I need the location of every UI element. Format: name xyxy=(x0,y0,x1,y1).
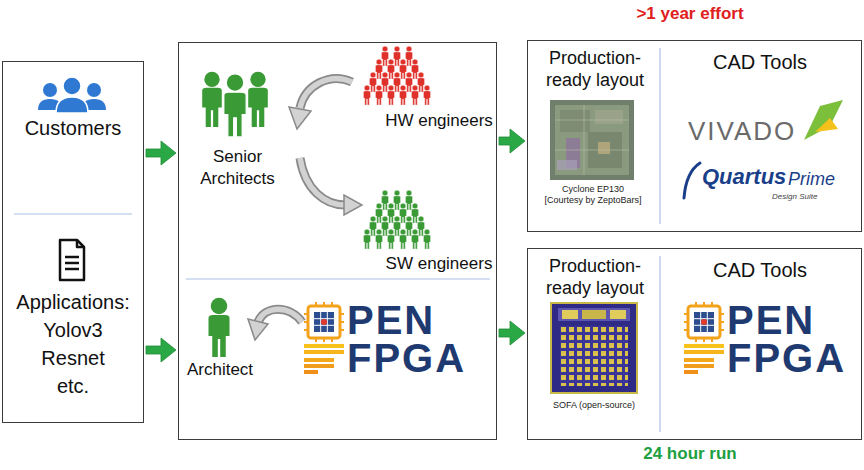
image-credit: SOFA (open-source) xyxy=(534,400,654,411)
image-credit: Cyclone EP130 [Courtesy by ZeptoBars] xyxy=(543,184,643,206)
sofa-layout-image xyxy=(551,303,637,393)
logo-text: PEN xyxy=(347,300,435,340)
flow-arrow xyxy=(146,141,176,165)
logo-text: FPGA xyxy=(347,338,466,378)
divider-line xyxy=(659,48,660,224)
vivado-leaf xyxy=(804,100,843,140)
role-label: Senior Architects xyxy=(185,146,290,190)
flow-arrow xyxy=(146,338,176,362)
input-panel: CustomersApplications: Yolov3 Resnet etc… xyxy=(2,61,144,423)
divider-line xyxy=(186,278,490,279)
panel-heading: CAD Tools xyxy=(675,258,845,282)
effort-note: >1 year effort xyxy=(600,4,780,24)
role-label: HW engineers xyxy=(384,111,494,131)
divider-line xyxy=(659,256,660,432)
design-team-panel: Senior Architects HW engineers SW engineer… xyxy=(178,42,497,440)
flow-arrow xyxy=(499,321,525,345)
applications-text: Applications: Yolov3 Resnet etc. xyxy=(10,288,136,400)
architect-figure xyxy=(209,298,230,357)
icon-caption: Customers xyxy=(8,116,138,140)
document-icon xyxy=(60,240,84,280)
divider-line xyxy=(14,213,132,214)
customers-icon xyxy=(38,77,106,113)
runtime-note: 24 hour run xyxy=(600,444,780,464)
panel-heading: Production-ready layout xyxy=(535,255,655,299)
logo-text: PEN xyxy=(727,300,815,340)
panel-heading: CAD Tools xyxy=(675,50,845,74)
tool-logo-text: VIVADO xyxy=(688,116,796,146)
quartus-swoosh xyxy=(684,163,700,198)
tool-logo-text: Design Suite xyxy=(772,192,817,202)
senior-architects-figure xyxy=(202,72,268,137)
sw-engineers-crowd xyxy=(364,190,431,249)
tool-logo-text: Prime xyxy=(788,168,835,190)
cyclone-die-photo xyxy=(550,100,634,180)
curved-arrows xyxy=(248,79,362,340)
flow-arrow xyxy=(499,129,525,153)
panel-heading: Production-ready layout xyxy=(535,47,655,91)
tool-logo-text: Quartus xyxy=(702,164,786,190)
hw-engineers-crowd xyxy=(364,46,431,105)
logo-text: FPGA xyxy=(727,338,846,378)
role-label: Architect xyxy=(180,360,260,380)
role-label: SW engineers xyxy=(384,254,494,274)
